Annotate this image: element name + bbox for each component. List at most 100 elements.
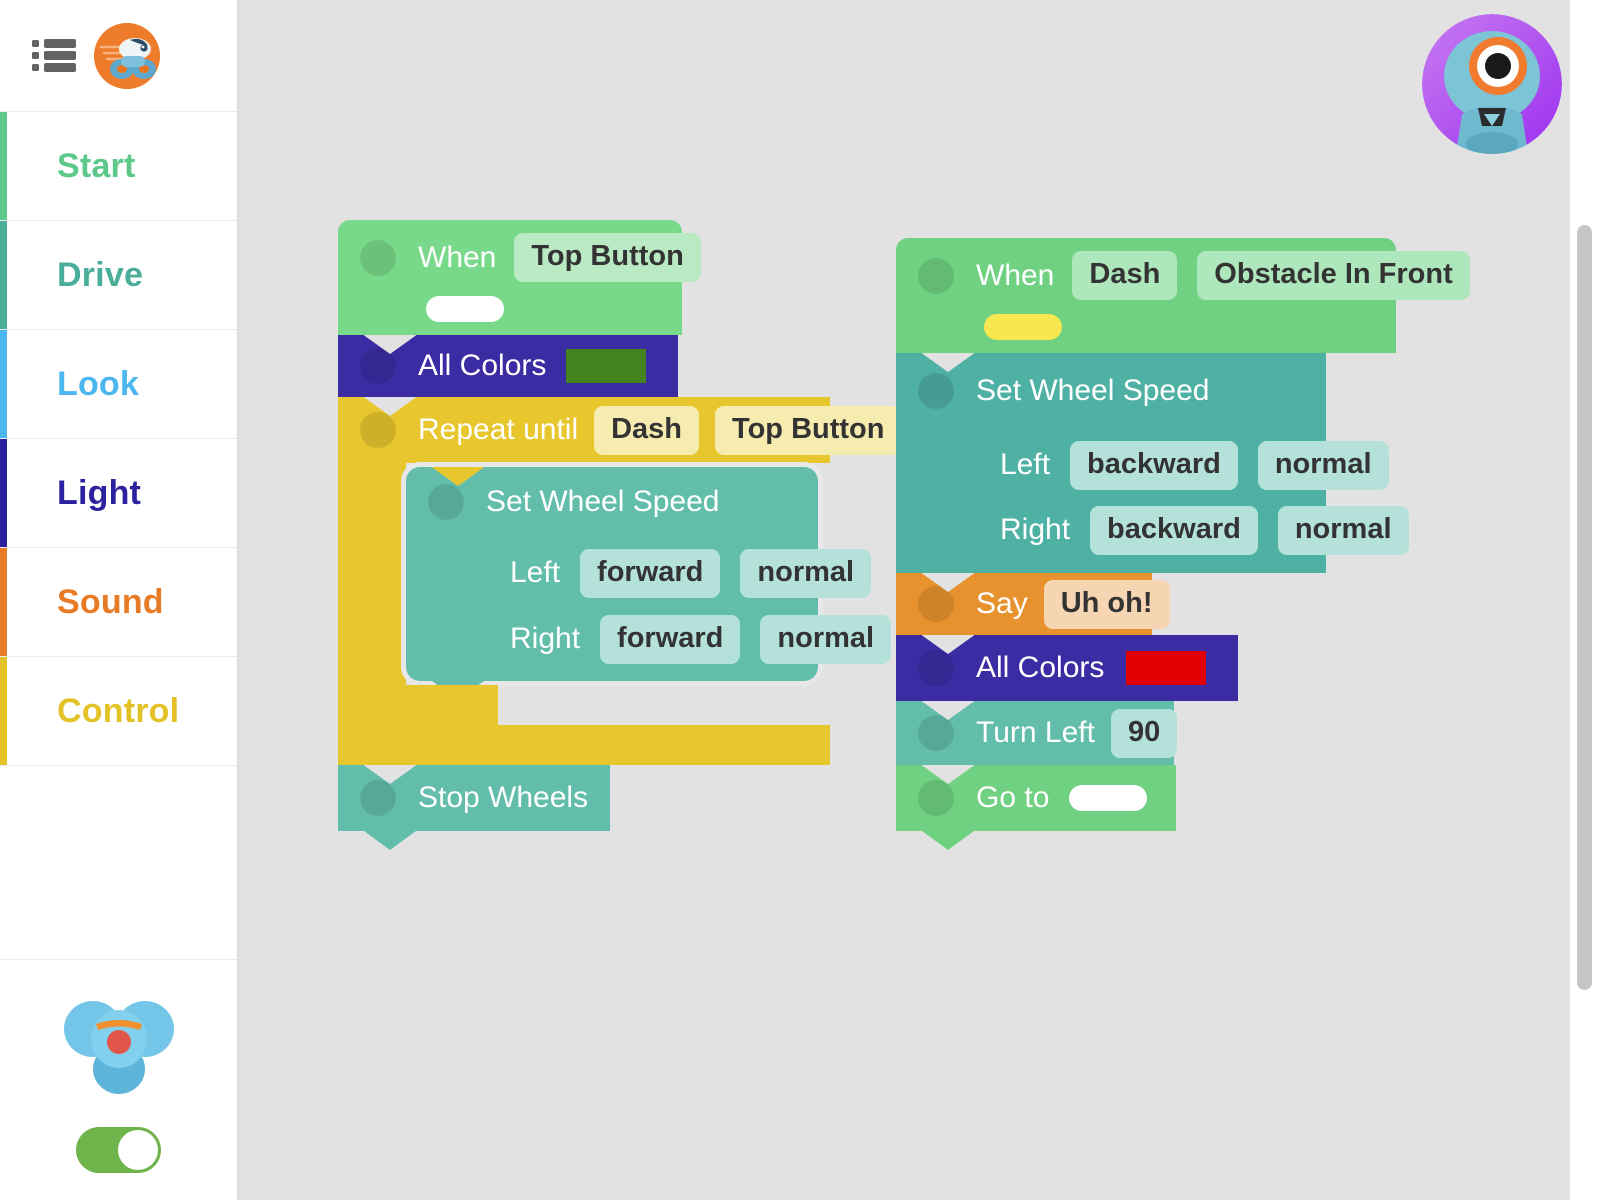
chip-left-direction[interactable]: forward <box>580 548 721 598</box>
sidebar-item-label-look: Look <box>57 364 140 403</box>
block-connector-tab <box>364 831 416 850</box>
block-label-set-wheel-speed: Set Wheel Speed <box>976 374 1210 407</box>
repeat-foot <box>338 685 498 725</box>
wheel-row-right: Right backward normal <box>896 501 1409 573</box>
sidebar-stripe-drive <box>0 221 7 329</box>
repeat-body: Set Wheel Speed Left forward normal Righ… <box>338 463 892 700</box>
block-all-colors-red[interactable]: All Colors <box>896 635 1238 720</box>
block-knob[interactable] <box>918 586 954 622</box>
block-knob[interactable] <box>360 348 396 384</box>
chip-right-speed[interactable]: normal <box>1277 505 1409 555</box>
block-label-go-to: Go to <box>976 781 1050 814</box>
program-canvas[interactable]: When Top Button All Colors <box>238 0 1600 1200</box>
pill-goto-target[interactable] <box>1069 785 1148 811</box>
block-set-wheel-speed[interactable]: Set Wheel Speed Left forward normal Righ… <box>406 467 892 700</box>
chip-event-trigger[interactable]: Obstacle In Front <box>1197 251 1470 300</box>
pill-empty-slot[interactable] <box>426 296 504 322</box>
block-repeat-until[interactable]: Repeat until Dash Top Button Set Wh <box>338 397 902 784</box>
program-left[interactable]: When Top Button All Colors <box>338 220 902 850</box>
wheel-side-label-right: Right <box>1000 513 1071 546</box>
sidebar-item-sound[interactable]: Sound <box>0 548 237 657</box>
dot-robot-icon[interactable] <box>60 987 178 1097</box>
block-knob[interactable] <box>360 780 396 816</box>
sidebar-nav: Start Drive Look Light Sound Control <box>0 112 237 766</box>
block-turn-left[interactable]: Turn Left 90 <box>896 701 1178 784</box>
block-label-set-wheel-speed: Set Wheel Speed <box>486 485 720 518</box>
canvas-scrollbar-thumb[interactable] <box>1577 225 1592 990</box>
block-label-say: Say <box>976 587 1028 620</box>
chip-repeat-target[interactable]: Dash <box>594 405 700 455</box>
sidebar-header <box>0 0 237 112</box>
block-label-when: When <box>418 240 497 274</box>
sidebar: Start Drive Look Light Sound Control <box>0 0 238 1200</box>
list-icon[interactable] <box>32 38 76 73</box>
sidebar-footer <box>0 960 237 1200</box>
robot-connection-toggle[interactable] <box>76 1127 161 1173</box>
sidebar-empty-area <box>0 766 237 960</box>
block-label-all-colors: All Colors <box>418 349 547 382</box>
sidebar-item-label-light: Light <box>57 473 142 512</box>
block-all-colors-green[interactable]: All Colors <box>338 335 678 416</box>
wheel-side-label-left: Left <box>1000 448 1051 481</box>
wheel-row-left: Left backward normal <box>896 429 1389 501</box>
block-set-wheel-speed[interactable]: Set Wheel Speed Left backward normal Rig… <box>896 353 1409 592</box>
sidebar-stripe-sound <box>0 548 7 656</box>
sidebar-item-label-start: Start <box>57 146 136 185</box>
chip-right-direction[interactable]: backward <box>1090 505 1258 555</box>
block-connector-tab <box>922 831 974 850</box>
repeat-left-arm <box>338 463 406 685</box>
sidebar-item-look[interactable]: Look <box>0 330 237 439</box>
chip-right-direction[interactable]: forward <box>600 614 741 664</box>
chip-left-direction[interactable]: backward <box>1070 440 1238 490</box>
wheel-side-label-left: Left <box>510 556 561 589</box>
block-knob[interactable] <box>918 257 954 294</box>
sidebar-item-start[interactable]: Start <box>0 112 237 221</box>
sidebar-item-label-sound: Sound <box>57 582 164 621</box>
sidebar-item-drive[interactable]: Drive <box>0 221 237 330</box>
chip-say-phrase[interactable]: Uh oh! <box>1043 579 1170 629</box>
block-stop-wheels[interactable]: Stop Wheels <box>338 765 610 850</box>
block-label-stop-wheels: Stop Wheels <box>418 781 589 814</box>
chip-event-robot[interactable]: Dash <box>1072 251 1178 300</box>
block-knob[interactable] <box>918 715 954 751</box>
dash-robot-avatar-icon[interactable] <box>1422 14 1562 154</box>
pill-event-color-slot[interactable] <box>984 314 1062 340</box>
block-knob[interactable] <box>360 239 396 276</box>
sidebar-stripe-start <box>0 112 7 220</box>
sidebar-item-label-control: Control <box>57 691 180 730</box>
wheel-side-label-right: Right <box>510 622 581 655</box>
wheel-row-right: Right forward normal <box>406 609 892 681</box>
block-knob[interactable] <box>428 484 464 520</box>
chip-right-speed[interactable]: normal <box>760 614 892 664</box>
repeat-header[interactable]: Repeat until Dash Top Button <box>338 397 902 463</box>
chip-turn-degrees[interactable]: 90 <box>1110 708 1178 758</box>
block-knob[interactable] <box>918 650 954 686</box>
chip-repeat-condition[interactable]: Top Button <box>715 405 902 455</box>
block-when-obstacle[interactable]: When Dash Obstacle In Front <box>896 238 1470 372</box>
sidebar-item-light[interactable]: Light <box>0 439 237 548</box>
sidebar-item-label-drive: Drive <box>57 255 144 294</box>
sidebar-stripe-control <box>0 657 7 765</box>
chip-left-speed[interactable]: normal <box>740 548 872 598</box>
chip-event-source[interactable]: Top Button <box>514 233 701 282</box>
sidebar-item-control[interactable]: Control <box>0 657 237 766</box>
dash-robot-badge-icon[interactable] <box>94 22 160 89</box>
canvas-scrollbar-track[interactable] <box>1570 0 1600 1200</box>
block-go-to[interactable]: Go to <box>896 765 1176 850</box>
block-knob[interactable] <box>918 780 954 816</box>
wheel-row-left: Left forward normal <box>406 537 872 609</box>
program-right[interactable]: When Dash Obstacle In Front Set Wheel Sp… <box>896 238 1470 850</box>
chip-left-speed[interactable]: normal <box>1257 440 1389 490</box>
block-label-when: When <box>976 258 1055 292</box>
block-when-top-button[interactable]: When Top Button <box>338 220 701 354</box>
block-knob[interactable] <box>360 412 396 448</box>
sidebar-stripe-light <box>0 439 7 547</box>
repeat-bottom-bar[interactable] <box>338 725 830 784</box>
block-label-all-colors: All Colors <box>976 651 1105 684</box>
color-swatch[interactable] <box>566 349 647 383</box>
block-say[interactable]: Say Uh oh! <box>896 573 1170 654</box>
block-knob[interactable] <box>918 373 954 409</box>
block-label-repeat-until: Repeat until <box>418 413 579 446</box>
color-swatch[interactable] <box>1126 651 1207 685</box>
